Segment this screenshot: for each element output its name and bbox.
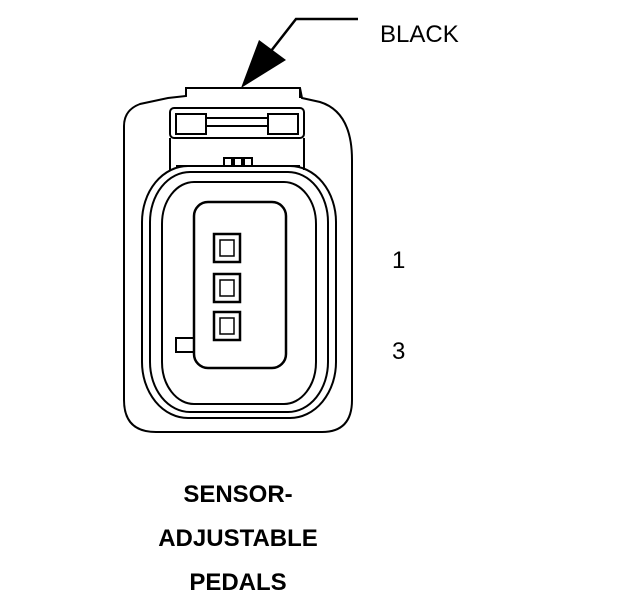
connector-seal-rings	[141, 165, 337, 419]
callout-arrowhead	[241, 40, 286, 88]
connector-housing	[123, 87, 353, 433]
pin-label-3: 3	[392, 338, 405, 365]
caption-line-3: PEDALS	[189, 569, 286, 596]
caption-line-2: ADJUSTABLE	[158, 525, 318, 552]
terminal-pin-1	[212, 232, 242, 264]
pin-label-1: 1	[392, 247, 405, 274]
pin-cavity	[175, 200, 288, 370]
terminal-pins	[212, 232, 242, 342]
callout-leader	[270, 17, 358, 52]
terminal-pin-3	[212, 310, 242, 342]
wire-color-label: BLACK	[380, 21, 459, 48]
terminal-pin-2	[212, 272, 242, 304]
caption-line-1: SENSOR-	[183, 481, 292, 508]
